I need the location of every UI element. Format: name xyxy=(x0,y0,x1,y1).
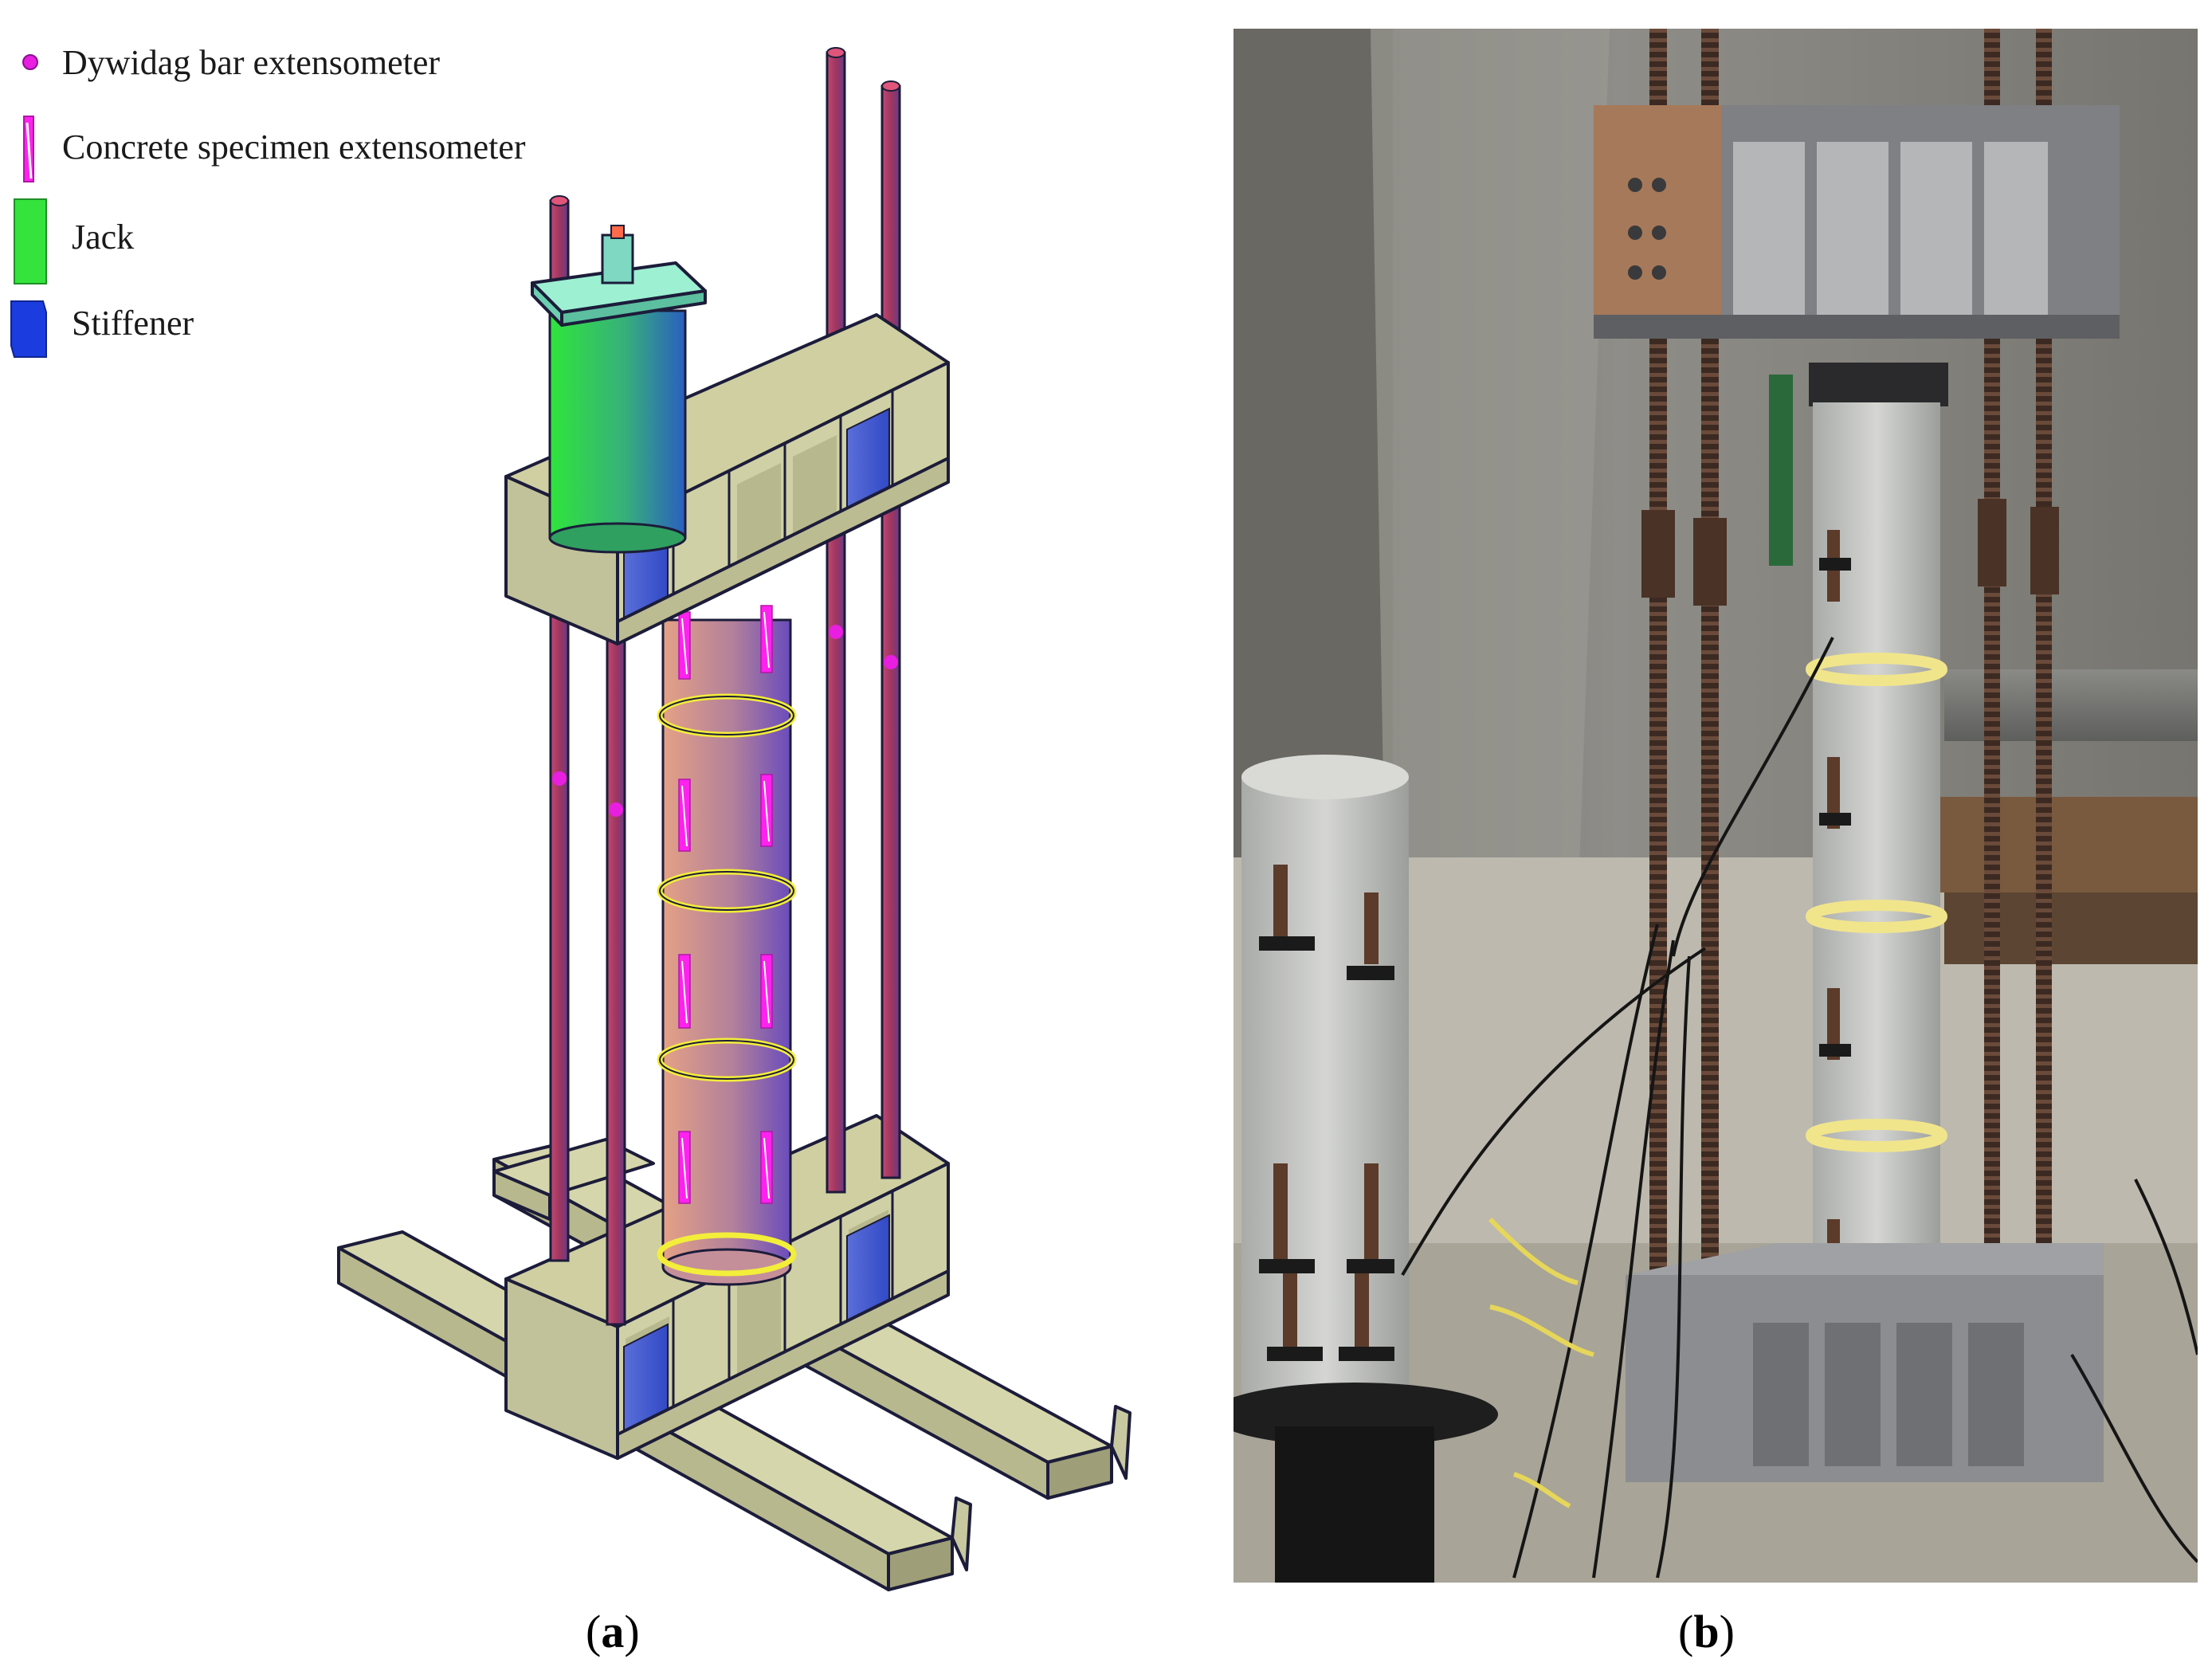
legend-label: Jack xyxy=(72,218,134,257)
caption-b-open: ( xyxy=(1678,1606,1693,1657)
legend-label: Dywidag bar extensometer xyxy=(62,43,440,82)
second-specimen xyxy=(1233,755,1498,1583)
hydraulic-jack xyxy=(531,225,707,554)
bar-extensometer xyxy=(829,625,843,639)
confining-ring xyxy=(657,1232,797,1277)
caption-a-open: ( xyxy=(586,1606,601,1657)
test-setup-photo xyxy=(1233,29,2198,1583)
legend-label: Stiffener xyxy=(72,304,194,343)
photo-top-beam xyxy=(1594,105,2120,406)
caption-a-letter: a xyxy=(601,1606,624,1657)
bar-extensometer xyxy=(884,655,898,669)
stiffener-icon xyxy=(10,300,47,358)
bar-extensometer xyxy=(552,771,567,786)
legend-label: Concrete specimen extensometer xyxy=(62,127,526,167)
legend-item-bar-extensometer: Dywidag bar extensometer xyxy=(22,43,440,82)
bar-extensometer-icon xyxy=(22,54,38,70)
legend-item-jack: Jack xyxy=(14,198,134,284)
legend-item-stiffener: Stiffener xyxy=(10,300,194,358)
caption-a: (a) xyxy=(586,1606,640,1657)
caption-a-close: ) xyxy=(624,1606,639,1657)
caption-b-letter: b xyxy=(1693,1606,1719,1657)
legend-item-specimen-extensometer: Concrete specimen extensometer xyxy=(23,116,526,182)
photo-threaded-rods xyxy=(1641,29,2059,1304)
caption-b: (b) xyxy=(1678,1606,1735,1657)
jack-icon xyxy=(14,198,47,284)
dywidag-bar xyxy=(880,80,901,1179)
photo-cables xyxy=(1401,637,2198,1579)
concrete-specimen xyxy=(657,605,797,1286)
caption-b-close: ) xyxy=(1720,1606,1735,1657)
bar-extensometer xyxy=(609,802,623,817)
legend: Dywidag bar extensometer Concrete specim… xyxy=(10,43,526,358)
photo-bottom-beam xyxy=(1626,1243,2104,1482)
test-rig-diagram xyxy=(337,47,1131,1591)
photo-test-specimen xyxy=(1806,402,1947,1359)
dywidag-bar xyxy=(826,47,846,1194)
